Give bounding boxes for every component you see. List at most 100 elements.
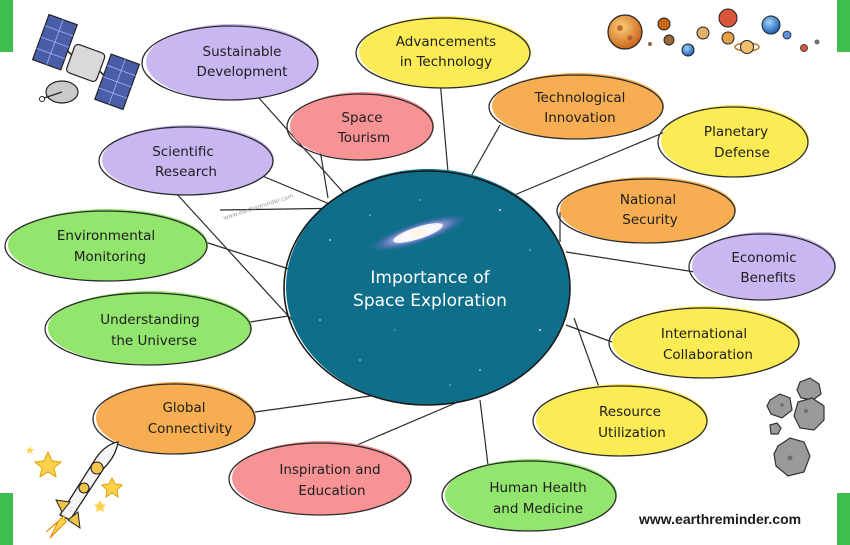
node-economic-benefits-line1: Economic xyxy=(731,250,796,266)
node-understanding-the-universe-line1: Understanding xyxy=(100,312,199,328)
node-inspiration-and-education-bubble xyxy=(232,441,412,515)
node-international-collaboration-outline xyxy=(608,307,800,379)
node-planetary-defense-outline xyxy=(657,106,809,178)
watermark-text: www.earthreminder.com xyxy=(222,192,294,221)
rocket-icon xyxy=(26,441,124,539)
node-global-connectivity: Global Connectivity xyxy=(92,382,256,455)
node-international-collaboration-bubble xyxy=(612,306,800,378)
node-human-health-and-medicine-outline xyxy=(441,460,617,532)
node-technological-innovation-line1: Technological xyxy=(534,90,626,106)
node-international-collaboration: International Collaboration xyxy=(608,306,800,379)
node-space-tourism: Space Tourism xyxy=(286,92,434,161)
connector-advancements-in-technology xyxy=(439,79,449,173)
node-environmental-monitoring-bubble xyxy=(8,209,208,281)
node-human-health-and-medicine-line2: and Medicine xyxy=(493,501,583,517)
node-scientific-research-bubble xyxy=(102,125,274,195)
node-inspiration-and-education-line1: Inspiration and xyxy=(279,462,380,478)
node-global-connectivity-bubble xyxy=(96,382,256,454)
node-global-connectivity-line2: Connectivity xyxy=(148,421,233,437)
node-sustainable-development: Sustainable Development xyxy=(141,24,319,101)
connector-international-collaboration xyxy=(565,324,613,343)
node-advancements-in-technology-outline xyxy=(355,17,531,89)
node-understanding-the-universe: Understanding the Universe xyxy=(44,291,252,366)
node-international-collaboration-line2: Collaboration xyxy=(663,347,753,363)
node-national-security-outline xyxy=(556,178,736,244)
node-environmental-monitoring-line1: Environmental xyxy=(57,228,155,244)
asteroids-icon xyxy=(766,377,825,477)
node-planetary-defense-line2: Defense xyxy=(714,145,770,161)
node-planetary-defense-bubble xyxy=(661,105,809,177)
connector-understanding-the-universe xyxy=(249,315,289,323)
node-sustainable-development-line1: Sustainable xyxy=(203,44,282,60)
node-inspiration-and-education: Inspiration and Education xyxy=(228,441,412,516)
node-national-security: National Security xyxy=(556,177,736,244)
node-economic-benefits-line2: Benefits xyxy=(740,270,795,286)
node-resource-utilization-line1: Resource xyxy=(599,404,661,420)
node-advancements-in-technology-line1: Advancements xyxy=(396,34,496,50)
node-resource-utilization-outline xyxy=(532,385,708,457)
node-space-tourism-line2: Tourism xyxy=(337,130,390,146)
node-resource-utilization-line2: Utilization xyxy=(598,425,666,441)
node-planetary-defense: Planetary Defense xyxy=(657,105,809,178)
node-scientific-research-line2: Research xyxy=(155,164,217,180)
connector-lines xyxy=(174,79,696,466)
node-human-health-and-medicine-line1: Human Health xyxy=(489,480,586,496)
corner-accent-top-right xyxy=(837,0,850,52)
planets-icon xyxy=(607,8,820,57)
node-sustainable-development-outline xyxy=(141,25,319,101)
node-environmental-monitoring-line2: Monitoring xyxy=(74,249,146,265)
node-understanding-the-universe-outline xyxy=(44,292,252,366)
corner-accent-top-left xyxy=(0,0,13,52)
node-national-security-line1: National xyxy=(620,192,676,208)
node-sustainable-development-line2: Development xyxy=(197,64,288,80)
node-technological-innovation: Technological Innovation xyxy=(488,73,664,140)
node-human-health-and-medicine-bubble xyxy=(445,459,617,531)
center-bubble xyxy=(286,169,570,405)
node-global-connectivity-outline xyxy=(92,383,256,455)
node-national-security-bubble xyxy=(560,177,736,243)
node-advancements-in-technology: Advancements in Technology xyxy=(355,16,531,89)
node-space-tourism-line1: Space xyxy=(341,110,382,126)
node-environmental-monitoring-outline xyxy=(4,210,208,282)
connector-technological-innovation xyxy=(469,124,501,179)
node-planetary-defense-line1: Planetary xyxy=(704,124,768,140)
node-understanding-the-universe-line2: the Universe xyxy=(111,333,197,349)
connector-planetary-defense xyxy=(511,131,666,197)
node-national-security-line2: Security xyxy=(622,212,677,228)
node-advancements-in-technology-bubble xyxy=(359,16,531,88)
connector-sustainable-development xyxy=(249,87,351,201)
node-advancements-in-technology-line2: in Technology xyxy=(400,54,492,70)
node-space-tourism-bubble xyxy=(290,92,434,160)
node-environmental-monitoring: Environmental Monitoring xyxy=(4,209,208,282)
corner-accent-bottom-left xyxy=(0,493,13,545)
corner-accent-bottom-right xyxy=(837,493,850,545)
connector-human-health-and-medicine xyxy=(479,399,489,466)
node-sustainable-development-bubble xyxy=(146,24,318,100)
center-title-line1: Importance of xyxy=(370,268,490,288)
node-inspiration-and-education-outline xyxy=(228,442,412,516)
connector-inspiration-and-education xyxy=(349,401,459,449)
center-title-line2: Space Exploration xyxy=(353,291,507,311)
node-technological-innovation-line2: Innovation xyxy=(544,110,615,126)
node-space-tourism-outline xyxy=(286,93,434,161)
website-url: www.earthreminder.com xyxy=(638,511,801,527)
node-resource-utilization-bubble xyxy=(536,384,708,456)
node-human-health-and-medicine: Human Health and Medicine xyxy=(441,459,617,532)
connector-scientific-research-2 xyxy=(174,191,293,321)
node-technological-innovation-bubble xyxy=(492,73,664,139)
node-inspiration-and-education-line2: Education xyxy=(298,483,365,499)
connector-space-tourism xyxy=(319,149,329,199)
galaxy-icon xyxy=(368,213,468,253)
node-resource-utilization: Resource Utilization xyxy=(532,384,708,457)
node-technological-innovation-outline xyxy=(488,74,664,140)
node-scientific-research: Scientific Research xyxy=(98,125,274,196)
center-bubble-outline xyxy=(283,170,571,406)
connector-economic-benefits xyxy=(565,251,696,273)
node-understanding-the-universe-bubble xyxy=(48,291,252,365)
center-node: Importance of Space Exploration xyxy=(283,169,571,406)
node-scientific-research-outline xyxy=(98,126,274,196)
connector-environmental-monitoring xyxy=(204,241,293,271)
